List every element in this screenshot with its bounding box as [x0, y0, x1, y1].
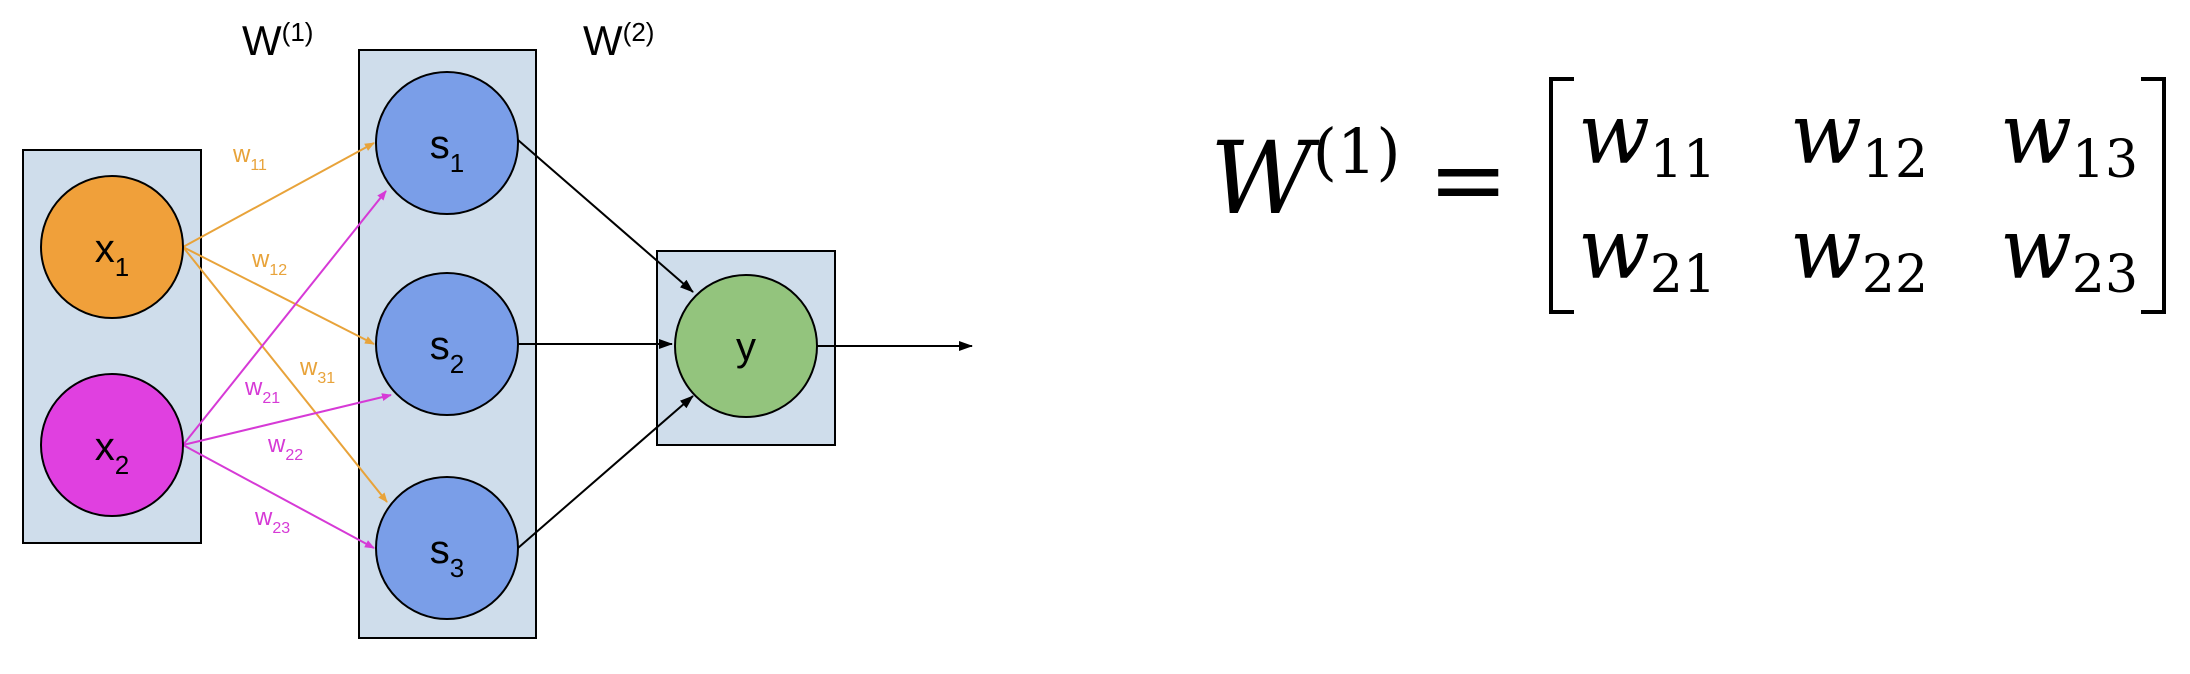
- layer-label-w1: W(1): [242, 17, 313, 64]
- equation-lhs: W(1): [1210, 115, 1401, 237]
- edge-label-w31: w31: [299, 354, 335, 387]
- edge-label-w12: w12: [251, 246, 287, 279]
- svg-text:s3: s3: [430, 528, 464, 583]
- edge-label-w22: w22: [267, 431, 303, 464]
- node-s1: s1: [375, 71, 519, 215]
- edge-label-w23: w23: [254, 504, 290, 537]
- svg-text:s1: s1: [430, 123, 464, 178]
- edge-x1-s3: [182, 246, 388, 503]
- edge-x1-s2: [182, 246, 375, 345]
- matrix-right-bracket: [2141, 77, 2166, 314]
- equation-equals: =: [1428, 124, 1508, 236]
- node-s3: s3: [375, 476, 519, 620]
- edge-label-w11: w11: [232, 141, 267, 174]
- node-x1: x1: [40, 175, 184, 319]
- svg-text:s2: s2: [430, 324, 464, 379]
- matrix-entry-w12: w12: [1790, 85, 1928, 190]
- matrix-entry-w11: w11: [1578, 85, 1716, 190]
- edge-x2-s1: [182, 190, 387, 446]
- matrix-entry-w13: w13: [2000, 85, 2138, 190]
- matrix-entry-w23: w23: [2000, 200, 2138, 305]
- matrix-entry-w22: w22: [1790, 200, 1928, 305]
- node-y: y: [674, 274, 818, 418]
- matrix-entry-w21: w21: [1578, 200, 1716, 305]
- edge-s1-y: [517, 139, 694, 293]
- svg-text:y: y: [736, 325, 756, 369]
- layer-label-w2: W(2): [583, 17, 654, 64]
- edge-x2-s2: [182, 393, 392, 446]
- matrix-left-bracket: [1549, 77, 1574, 314]
- edge-label-w21: w21: [244, 374, 280, 407]
- weight-matrix-equation: W(1) = w11 w12 w13 w21 w22 w23: [1210, 77, 2166, 314]
- edge-x1-s1: [182, 142, 375, 248]
- node-x2: x2: [40, 373, 184, 517]
- svg-text:x1: x1: [95, 227, 129, 282]
- edge-s3-y: [517, 395, 694, 549]
- svg-text:x2: x2: [95, 425, 129, 480]
- node-s2: s2: [375, 272, 519, 416]
- edge-x2-s3: [182, 444, 375, 549]
